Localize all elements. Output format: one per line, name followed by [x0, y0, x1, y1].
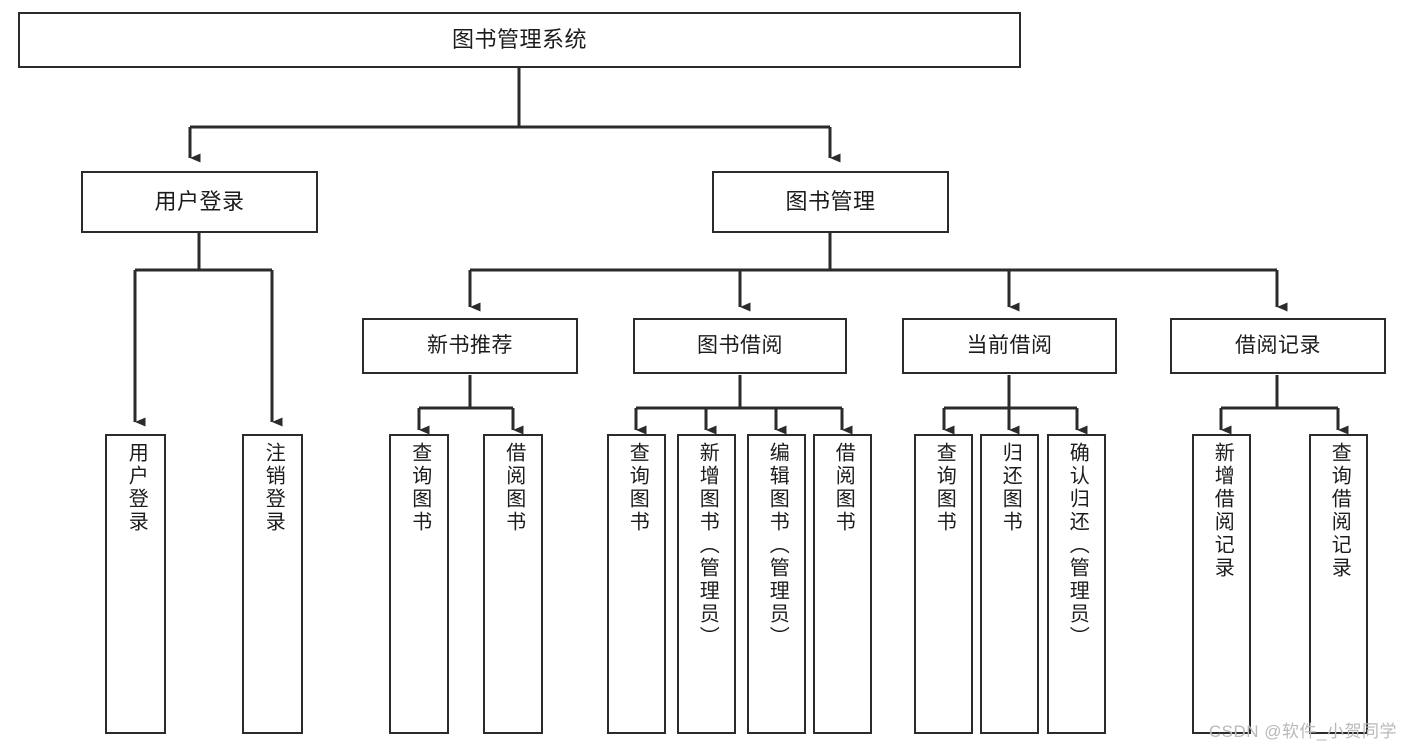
node-label: 借阅记录	[1235, 333, 1321, 357]
node-label: 查询图书	[408, 442, 431, 534]
node-leaf-return-book[interactable]: 归还图书	[980, 434, 1039, 734]
node-leaf-query-book-2[interactable]: 查询图书	[607, 434, 666, 734]
node-leaf-logout-login[interactable]: 注销登录	[242, 434, 303, 734]
node-label: 查询借阅记录	[1328, 442, 1351, 580]
node-borrow-record[interactable]: 借阅记录	[1170, 318, 1386, 374]
node-root-book-management-system[interactable]: 图书管理系统	[18, 12, 1021, 68]
node-label: 借阅图书	[832, 442, 855, 534]
node-label: 新增借阅记录	[1211, 442, 1234, 580]
node-book-borrow[interactable]: 图书借阅	[633, 318, 847, 374]
node-label: 新书推荐	[427, 333, 513, 357]
node-label: 编辑图书（管理员）	[766, 442, 789, 649]
node-label: 新增图书（管理员）	[696, 442, 719, 649]
node-new-book-recommend[interactable]: 新书推荐	[362, 318, 578, 374]
node-leaf-add-book[interactable]: 新增图书（管理员）	[677, 434, 736, 734]
node-label: 图书管理	[785, 189, 876, 215]
node-leaf-add-record[interactable]: 新增借阅记录	[1192, 434, 1251, 734]
node-label: 确认归还（管理员）	[1066, 442, 1089, 649]
node-leaf-user-login[interactable]: 用户登录	[105, 434, 166, 734]
node-label: 查询图书	[626, 442, 649, 534]
node-leaf-query-book-1[interactable]: 查询图书	[389, 434, 449, 734]
node-user-login[interactable]: 用户登录	[81, 171, 318, 233]
node-label: 注销登录	[262, 442, 285, 534]
csdn-watermark: CSDN @软件_小贺同学	[1208, 722, 1397, 741]
node-leaf-query-book-3[interactable]: 查询图书	[914, 434, 973, 734]
node-leaf-borrow-book-1[interactable]: 借阅图书	[483, 434, 543, 734]
node-label: 用户登录	[125, 442, 148, 534]
node-book-management[interactable]: 图书管理	[712, 171, 949, 233]
node-leaf-edit-book[interactable]: 编辑图书（管理员）	[747, 434, 806, 734]
node-label: 图书借阅	[697, 333, 783, 357]
node-label: 当前借阅	[966, 333, 1053, 357]
node-leaf-borrow-book-2[interactable]: 借阅图书	[813, 434, 872, 734]
node-leaf-confirm-return[interactable]: 确认归还（管理员）	[1047, 434, 1106, 734]
node-current-borrow[interactable]: 当前借阅	[902, 318, 1117, 374]
node-label: 用户登录	[154, 189, 245, 215]
node-label: 图书管理系统	[451, 27, 587, 53]
node-label: 归还图书	[999, 442, 1022, 534]
node-label: 借阅图书	[502, 442, 525, 534]
node-label: 查询图书	[933, 442, 956, 534]
node-leaf-query-record[interactable]: 查询借阅记录	[1309, 434, 1368, 734]
